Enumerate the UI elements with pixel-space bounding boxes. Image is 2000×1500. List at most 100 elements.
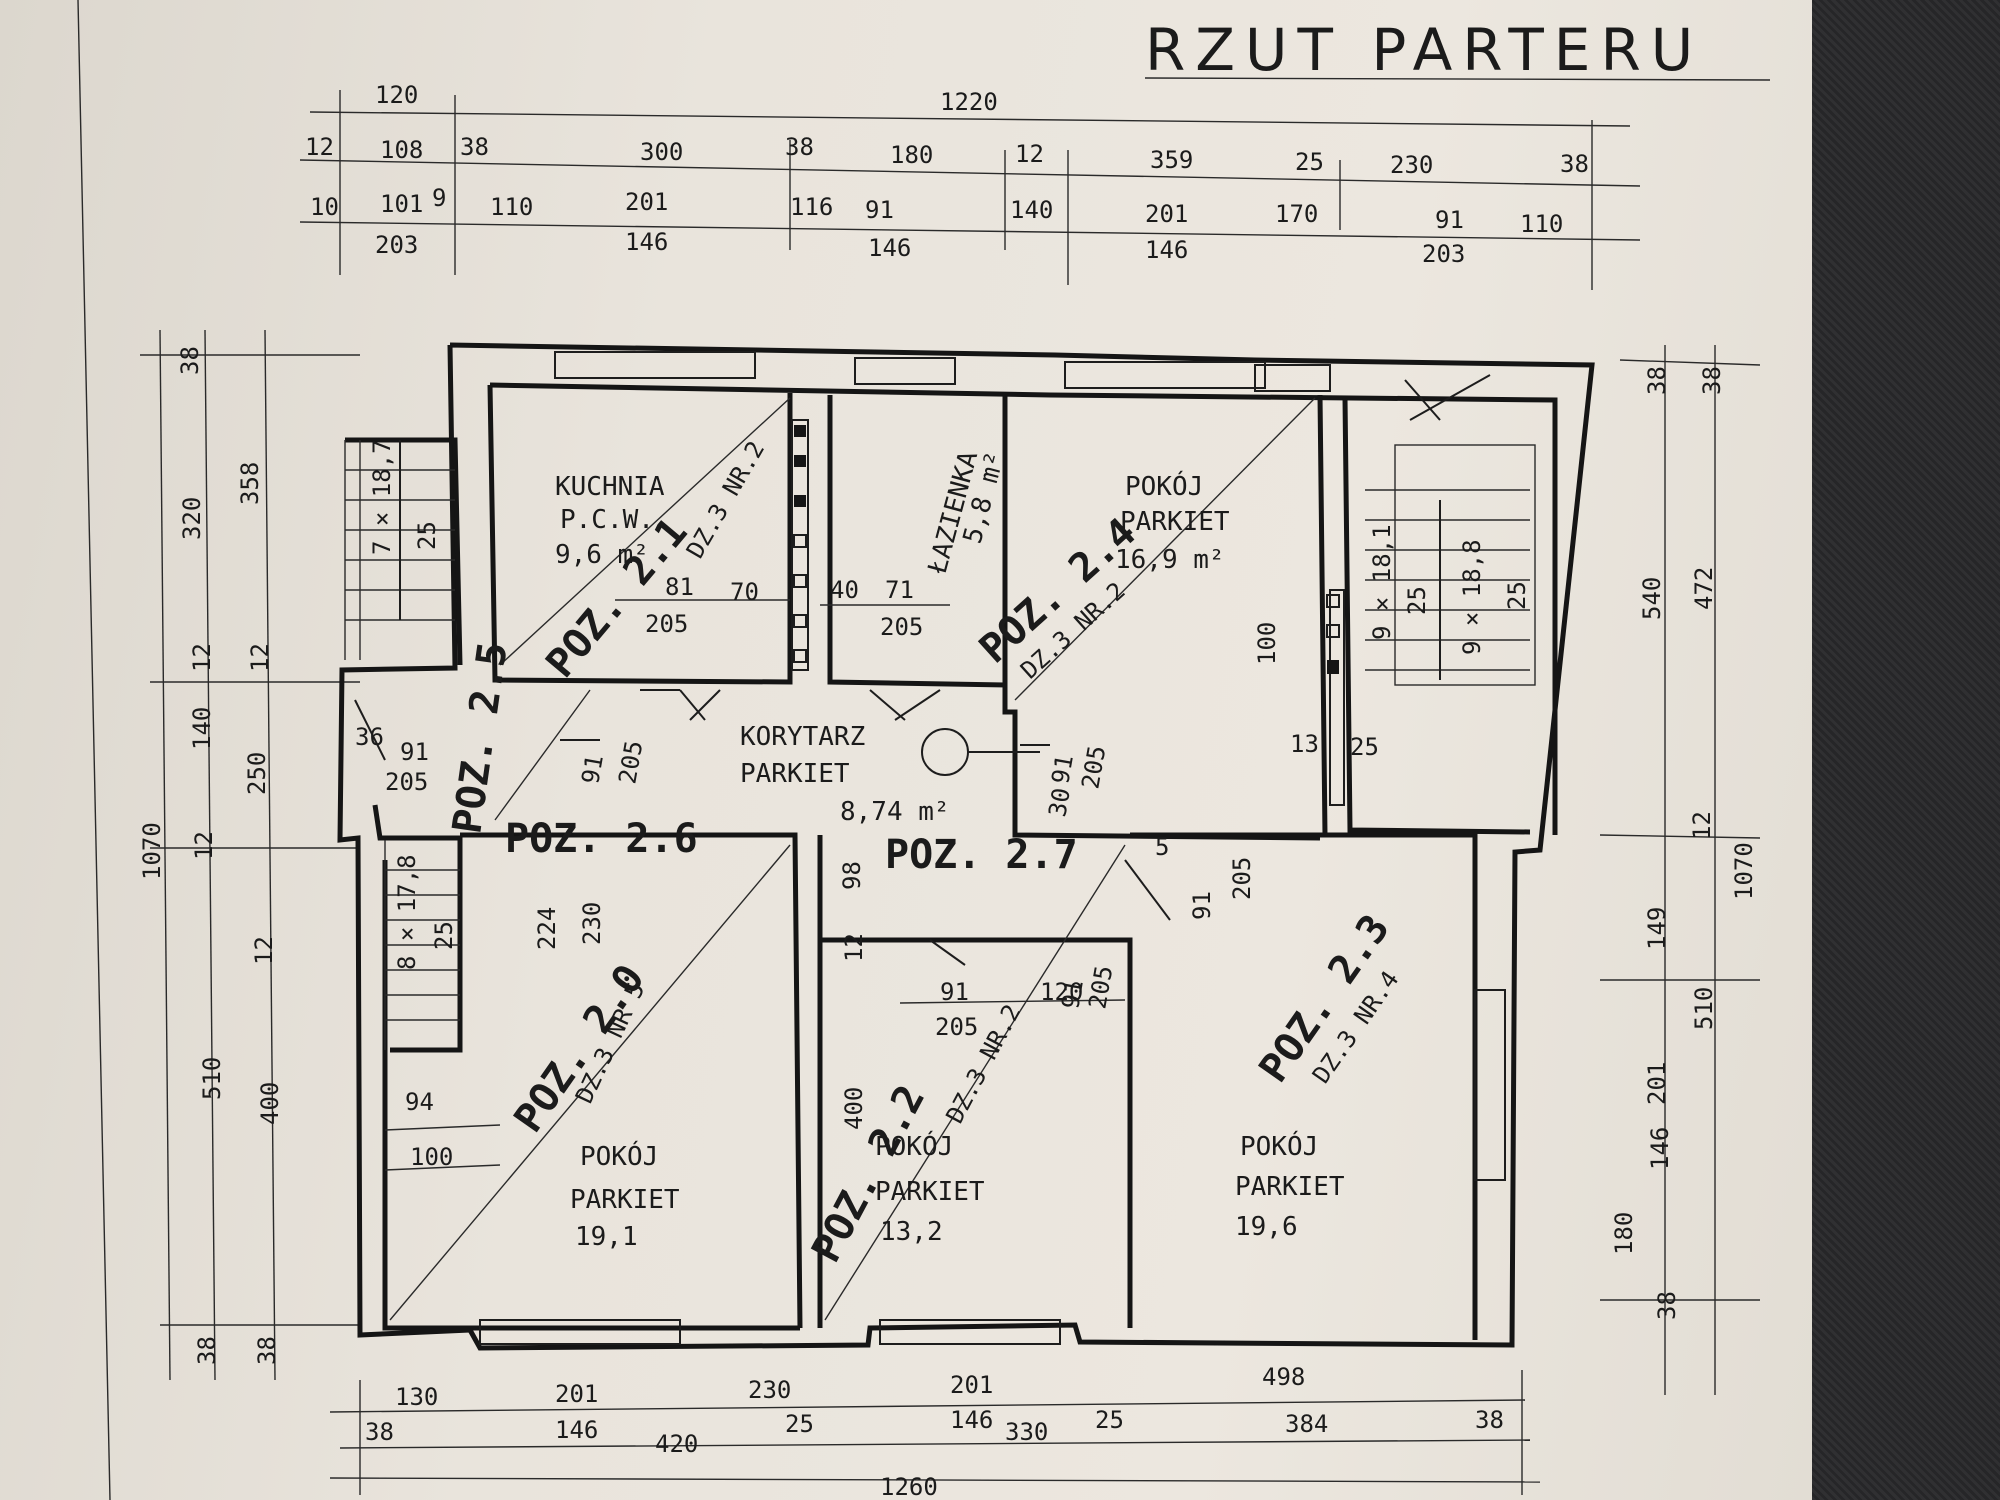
dim-top-r2-6: 12 — [1015, 140, 1044, 168]
ventilation-column — [791, 419, 809, 671]
dim-top-r2-1: 108 — [380, 136, 423, 164]
openings — [479, 351, 1506, 1345]
dim-top-r3-3: 110 — [490, 193, 533, 221]
vent-shafts — [793, 425, 1340, 674]
dim-right-8: 201 — [1643, 1062, 1671, 1105]
inner-dim-28: 100 — [410, 1143, 453, 1171]
stairs-right-depth-a: 25 — [1403, 586, 1431, 615]
room-corridor-area: 8,74 m² — [840, 797, 950, 827]
room-23-left-wall — [1105, 937, 1133, 1328]
inner-dim-27: 94 — [405, 1088, 434, 1116]
inner-dim-23: 91 — [940, 978, 969, 1006]
dim-right-11: 38 — [1653, 1291, 1681, 1320]
room-diagonals — [389, 397, 1316, 1321]
dim-bot-r2-6: 384 — [1285, 1410, 1328, 1438]
stairs-left-bottom-count: 8 × 17,8 — [393, 854, 421, 970]
inner-dim-17: 224 — [533, 907, 561, 950]
inner-dim-19: 5 — [1155, 833, 1169, 861]
room-23-walls — [1130, 832, 1478, 1340]
room-24-floor: PARKIET — [1120, 507, 1230, 537]
room-labels: KUCHNIA P.C.W. 9,6 m² POZ. 2.1 DZ.3 NR.2… — [444, 436, 1404, 1269]
right-dimension-chains: 38 38 540 472 12 1070 149 510 201 146 18… — [1599, 345, 1761, 1395]
dim-top-r2-3: 300 — [640, 138, 683, 166]
room-22-name: POKÓJ — [875, 1130, 953, 1162]
dim-top-r3-8: 201 — [1145, 200, 1188, 228]
dim-right-4: 12 — [1688, 811, 1716, 840]
dim-top-r3-2: 9 — [432, 184, 446, 212]
inner-dimensions: 81 70 205 40 71 205 36 91 205 91 205 100… — [355, 573, 1379, 1171]
dim-bot-r2-5: 25 — [1095, 1406, 1124, 1434]
dim-top-r3-6: 91 — [865, 196, 894, 224]
dim-left-7: 12 — [190, 831, 218, 860]
top-dimension-chains: 120 1220 12 108 38 300 38 180 12 359 25 … — [299, 81, 1641, 290]
left-dimension-chains: 38 320 358 12 12 140 250 12 1070 12 510 … — [138, 329, 360, 1381]
dim-bot-r1-2: 230 — [748, 1376, 791, 1404]
inner-dim-16: 98 — [838, 861, 866, 890]
stairs-right-count-b: 9 × 18,8 — [1458, 539, 1486, 655]
dim-right-10: 180 — [1610, 1212, 1638, 1255]
inner-dim-18: 230 — [578, 902, 606, 945]
inner-dim-11: 100 — [1253, 622, 1281, 665]
room-24-walls — [1002, 395, 1321, 841]
inner-dim-24: 205 — [935, 1013, 978, 1041]
dim-right-3: 472 — [1690, 567, 1718, 610]
wall-hatch-right — [1329, 589, 1345, 806]
dim-left-1: 320 — [178, 497, 206, 540]
dim-top-r3-11: 110 — [1520, 210, 1563, 238]
dim-bot-r2-0: 146 — [555, 1416, 598, 1444]
inner-dim-6: 36 — [355, 723, 384, 751]
inner-dim-0: 81 — [665, 573, 694, 601]
margin-line — [77, 0, 111, 1500]
plan-title: RZUT PARTERU — [1145, 16, 1703, 84]
dim-left-12: 38 — [193, 1336, 221, 1365]
dim-bot-r1-0: 130 — [395, 1383, 438, 1411]
inner-dim-12: 13 — [1290, 730, 1319, 758]
inner-dim-25: 120 — [1040, 978, 1083, 1006]
window-room-24 — [1064, 361, 1266, 389]
room-kitchen-name: KUCHNIA — [555, 472, 665, 502]
stairs-right-count-a: 9 × 18,1 — [1368, 524, 1396, 640]
room-20-floor: PARKIET — [570, 1185, 680, 1215]
dim-top-r4-3: 146 — [1145, 236, 1188, 264]
window-kitchen — [554, 351, 756, 379]
room-kitchen-dz: DZ.3 NR.2 — [681, 436, 770, 563]
inner-dim-21: 205 — [1228, 857, 1256, 900]
title-underline — [1144, 77, 1771, 81]
dim-bot-r1-3: 201 — [950, 1371, 993, 1399]
dim-top-r2-7: 359 — [1150, 146, 1193, 174]
dim-left-5: 140 — [188, 707, 216, 750]
dim-left-13: 38 — [253, 1336, 281, 1365]
inner-dim-29: 30 — [1043, 786, 1076, 819]
dim-top-r2-8: 25 — [1295, 148, 1324, 176]
room-23-floor: PARKIET — [1235, 1172, 1345, 1202]
dim-top-1220: 1220 — [940, 88, 998, 116]
inner-dim-2: 205 — [645, 610, 688, 638]
dim-left-0: 38 — [176, 346, 204, 375]
dim-right-9: 146 — [1646, 1127, 1674, 1170]
paper-sheet — [0, 0, 1812, 1500]
dim-top-r3-1: 101 — [380, 190, 423, 218]
dim-bot-r2-1: 420 — [655, 1430, 698, 1458]
dim-top-r4-1: 146 — [625, 228, 668, 256]
dim-top-r3-0: 10 — [310, 193, 339, 221]
dim-right-1: 38 — [1698, 366, 1726, 395]
room-corridor-floor: PARKIET — [740, 759, 850, 789]
left-stair-upper-walls — [345, 437, 463, 666]
dim-bot-r2-2: 25 — [785, 1410, 814, 1438]
dim-top-r2-0: 12 — [305, 133, 334, 161]
inner-dim-31: 205 — [1083, 963, 1118, 1011]
dim-bot-r1-1: 201 — [555, 1380, 598, 1408]
floor-plan-drawing: RZUT PARTERU 120 1220 12 108 38 300 38 1… — [77, 0, 1771, 1500]
inner-dim-1: 70 — [730, 578, 759, 606]
dim-right-7: 510 — [1690, 987, 1718, 1030]
outer-wall — [337, 342, 1595, 1351]
inner-dim-15: 205 — [1076, 743, 1111, 791]
stairs-left-top-depth: 25 — [413, 521, 441, 550]
inner-dim-4: 71 — [885, 576, 914, 604]
inner-dim-20: 91 — [1188, 891, 1216, 920]
inner-dim-3: 40 — [830, 576, 859, 604]
dark-fabric-background — [1812, 0, 2000, 1500]
stairs-left-top-count: 7 × 18,7 — [368, 439, 396, 555]
dim-top-r2-9: 230 — [1390, 151, 1433, 179]
dim-top-r4-0: 203 — [375, 231, 418, 259]
